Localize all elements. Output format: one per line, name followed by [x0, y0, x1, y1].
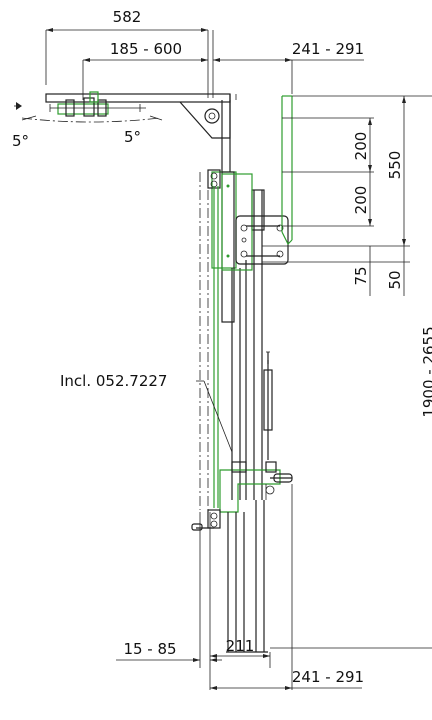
incl-label: Incl. 052.7227: [60, 372, 167, 390]
dim-200-lower-label: 200: [352, 186, 370, 215]
dim-241-291-bottom-label: 241 - 291: [292, 668, 364, 686]
dim-arm-range: 185 - 600: [82, 40, 208, 100]
dim-right-group: 200 200 550 75 50 1900 - 2655: [262, 95, 432, 649]
right-rail: [281, 95, 293, 246]
bottom-rollers: [191, 509, 221, 531]
dim-550-label: 550: [386, 151, 404, 180]
dim-75-label: 75: [352, 266, 370, 285]
dim-241-291-top-label: 241 - 291: [292, 40, 364, 58]
left-arm-segment: [213, 186, 219, 508]
dim-200-upper-label: 200: [352, 132, 370, 161]
dim-211-label: 211: [226, 637, 255, 655]
angle-right-label: 5°: [124, 128, 141, 146]
control-handle: [263, 351, 273, 460]
mounting-plate: [235, 215, 289, 265]
incl-callout: Incl. 052.7227: [60, 372, 233, 453]
dim-15-85-label: 15 - 85: [123, 640, 176, 658]
angle-left-label: 5°: [12, 132, 29, 150]
main-column: [207, 100, 265, 500]
dim-height-range-label: 1900 - 2655: [420, 326, 432, 417]
dim-50-label: 50: [386, 270, 404, 289]
dim-185-600-label: 185 - 600: [110, 40, 182, 58]
angle-indicators: 5° 5°: [12, 115, 163, 150]
gripper-head: [14, 91, 146, 117]
dashed-outline: [199, 172, 209, 510]
carriage-block: [221, 173, 253, 271]
dim-bottom-group: 15 - 85 211 241 - 291: [116, 484, 364, 690]
dim-top-right: 241 - 291: [212, 30, 364, 98]
dim-582-label: 582: [113, 8, 142, 26]
base-column: [226, 500, 268, 653]
dim-top-width: 582: [45, 8, 209, 98]
